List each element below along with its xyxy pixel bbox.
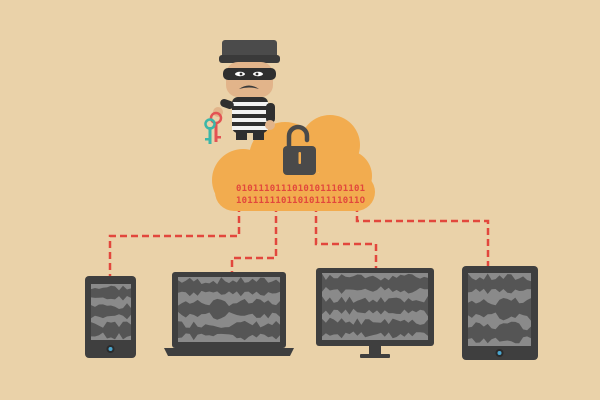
thief-icon bbox=[213, 40, 280, 140]
waveform-band bbox=[322, 273, 428, 294]
binary-line-1: 01011101110101011101101 bbox=[236, 184, 365, 194]
waveform-band bbox=[178, 277, 280, 297]
waveform-band bbox=[468, 273, 531, 294]
waveform-band bbox=[468, 297, 531, 321]
tablet-icon bbox=[462, 266, 538, 360]
phone-waveform bbox=[91, 285, 131, 340]
open-padlock-icon bbox=[283, 124, 316, 175]
monitor-waveform bbox=[322, 273, 428, 339]
connection-lines bbox=[108, 205, 490, 276]
keys-icon bbox=[204, 111, 223, 144]
tablet-waveform bbox=[468, 273, 531, 344]
waveform-band bbox=[468, 321, 531, 344]
waveform-band bbox=[91, 303, 131, 320]
phone-icon bbox=[85, 276, 136, 358]
waveform-band bbox=[322, 317, 428, 339]
link-laptop bbox=[230, 205, 278, 272]
waveform-band bbox=[322, 296, 428, 317]
link-monitor bbox=[314, 205, 378, 268]
laptop-icon bbox=[164, 272, 294, 356]
waveform-band bbox=[178, 320, 280, 341]
binary-line-2: 1011111101101011111011O bbox=[236, 196, 366, 206]
waveform-band bbox=[91, 285, 131, 301]
laptop-waveform bbox=[178, 277, 280, 341]
monitor-icon bbox=[316, 268, 434, 358]
waveform-band bbox=[91, 321, 131, 340]
waveform-band bbox=[178, 298, 280, 320]
link-phone bbox=[108, 205, 241, 276]
link-tablet bbox=[355, 205, 490, 266]
